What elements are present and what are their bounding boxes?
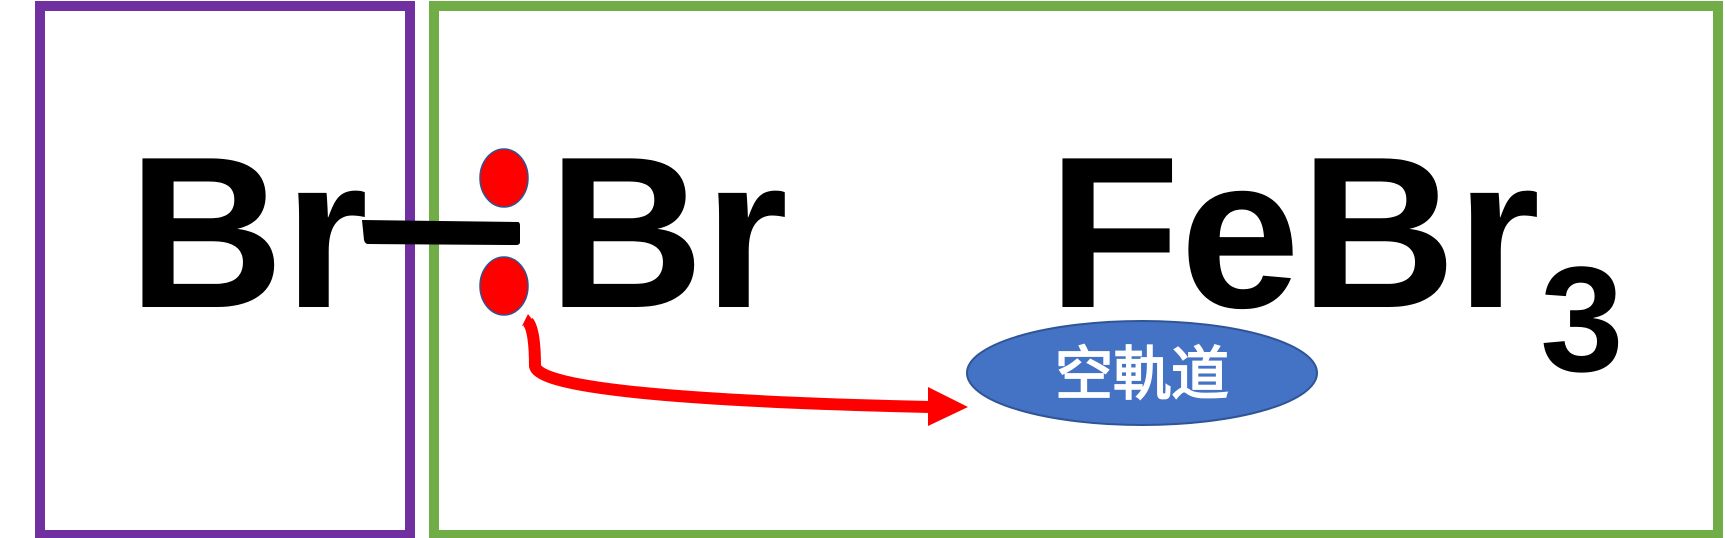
bond-line [362,220,520,245]
left-bromine-atom: Br [128,111,368,353]
formula-subscript: 3 [1540,235,1623,403]
iron-bromide-formula: FeBr3 [1048,111,1624,403]
electron-dot-top [479,148,529,208]
empty-orbital-label: 空軌道 [1055,340,1229,408]
right-bromine-atom: Br [548,111,788,353]
formula-main: FeBr [1048,111,1540,353]
left-group-box [35,1,415,538]
right-group-box [429,1,1723,538]
arrow-tail-tip [522,314,534,326]
electron-transfer-arrow [523,318,931,413]
electron-dot-bottom [479,256,529,316]
arrow-head [928,387,968,426]
empty-orbital [966,320,1318,426]
